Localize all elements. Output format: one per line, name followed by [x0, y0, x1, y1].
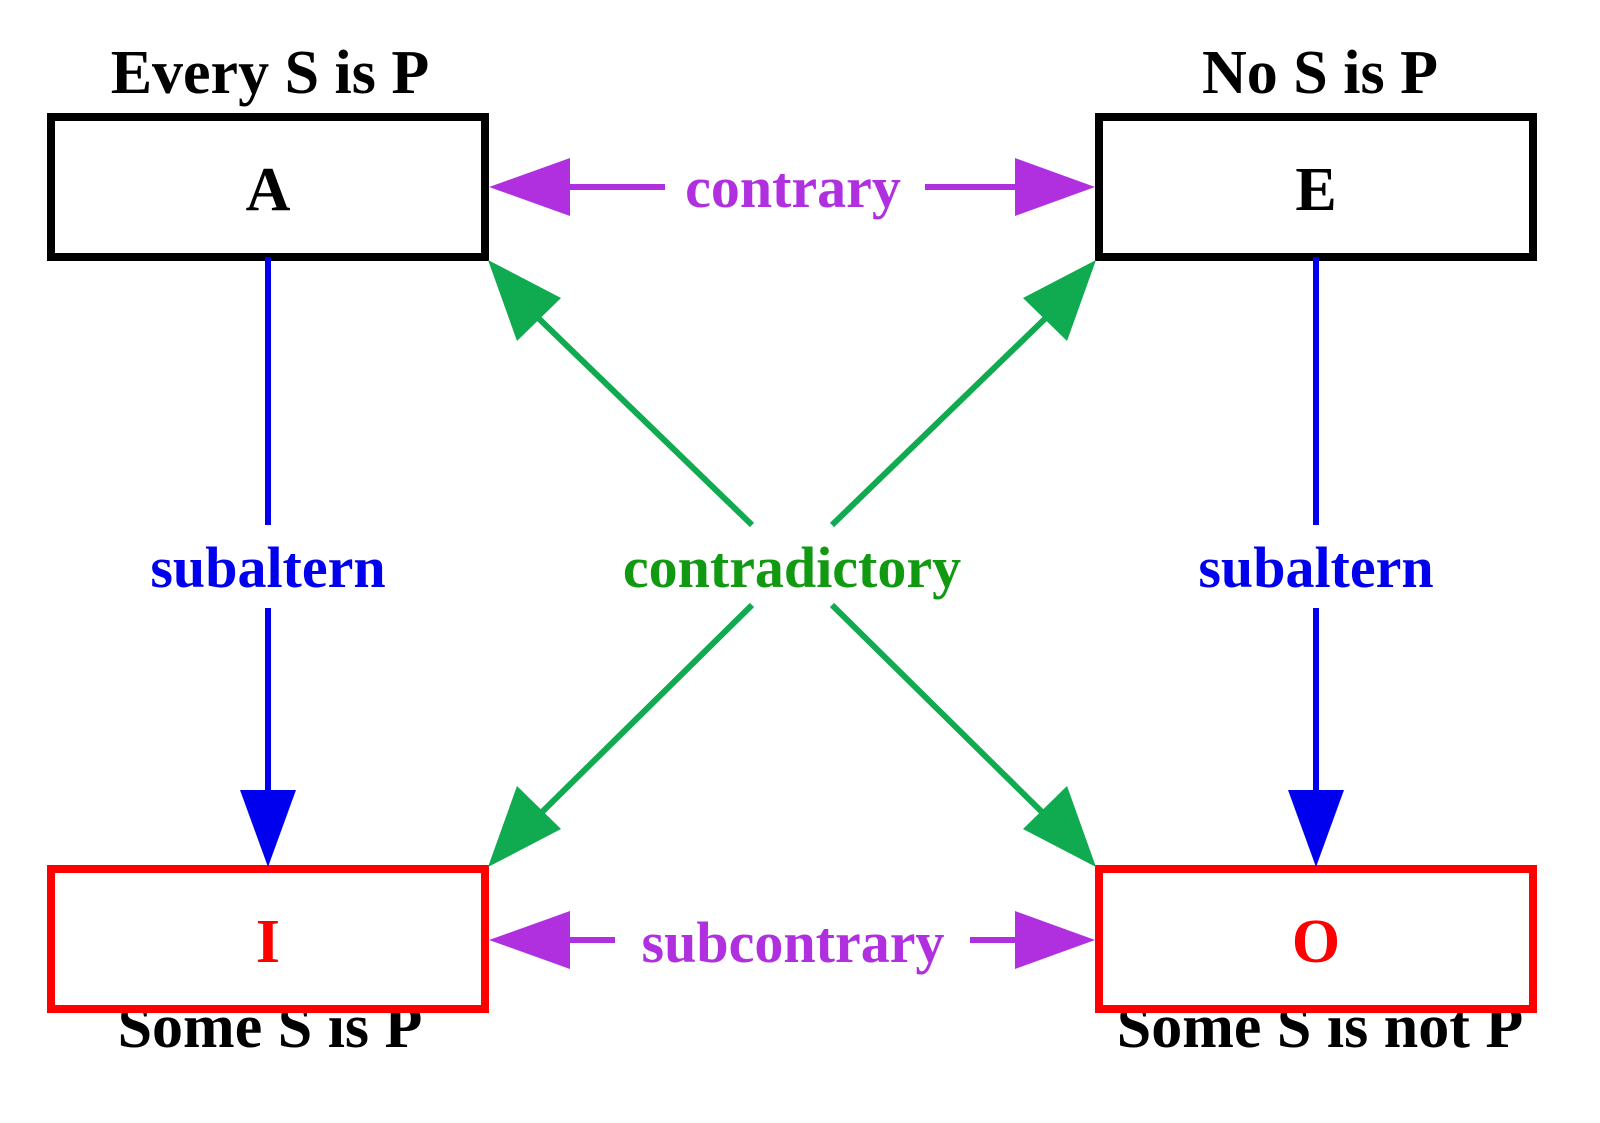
subcontrary-label: subcontrary [642, 910, 945, 975]
contradictory-line-O-lower [829, 602, 1048, 818]
node-letter-O: O [1292, 908, 1340, 976]
subcontrary-arrow [489, 911, 1095, 969]
node-letter-I: I [256, 908, 280, 976]
contradictory-arrowhead-I [488, 786, 561, 867]
subcontrary-arrowhead-left [489, 911, 570, 969]
contradictory-arrowhead-A [488, 260, 561, 341]
subaltern-right-arrowhead [1288, 790, 1344, 867]
node-letter-A: A [246, 156, 291, 224]
subcontrary-arrowhead-right [1015, 911, 1095, 969]
node-box-O [1095, 865, 1537, 1013]
node-box-E [1095, 113, 1537, 261]
contradictory-line-I-lower [536, 602, 755, 818]
subaltern-left-arrow [240, 257, 296, 867]
contradictory-arrowhead-O [1023, 786, 1096, 867]
contradictory-arrows [488, 260, 1096, 867]
contrary-arrow [489, 158, 1095, 216]
contradictory-line-E-upper [829, 307, 1057, 528]
node-letter-E: E [1295, 156, 1336, 224]
subaltern-left-label: subaltern [150, 535, 385, 600]
subaltern-right-label: subaltern [1198, 535, 1433, 600]
contradictory-line-A-upper [527, 307, 755, 528]
contrary-label: contrary [685, 155, 901, 220]
contrary-arrowhead-left [489, 158, 570, 216]
subaltern-right-arrow [1288, 257, 1344, 867]
contradictory-label: contradictory [623, 535, 961, 600]
subaltern-left-arrowhead [240, 790, 296, 867]
contradictory-arrowhead-E [1023, 260, 1096, 341]
caption-E: No S is P [1202, 39, 1438, 107]
node-box-I [47, 865, 489, 1013]
caption-A: Every S is P [111, 39, 430, 107]
contrary-arrowhead-right [1015, 158, 1095, 216]
